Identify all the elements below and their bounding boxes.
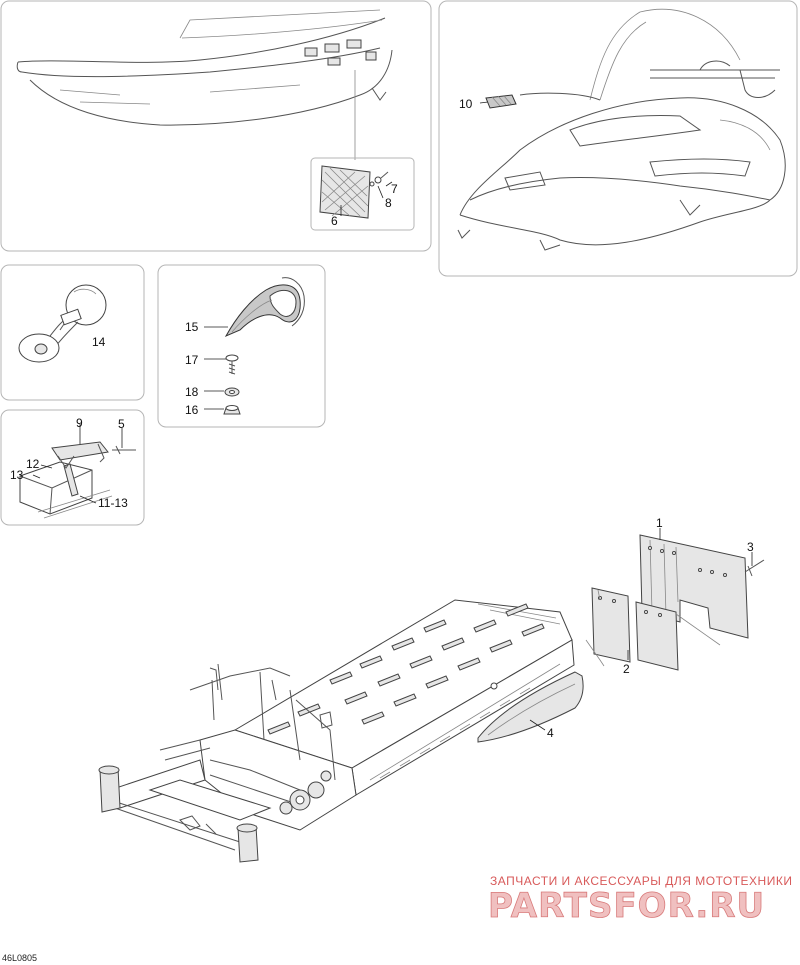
callout-8: 8 <box>385 196 392 210</box>
callout-12: 12 <box>26 457 40 471</box>
watermark-tagline: ЗАПЧАСТИ И АКСЕССУАРЫ ДЛЯ МОТОТЕХНИКИ <box>490 874 792 888</box>
panel-mirror <box>157 264 326 428</box>
callout-labels: 1 2 3 4 5 6 7 8 9 10 11-13 12 13 14 15 1… <box>10 97 754 740</box>
callout-4: 4 <box>547 726 554 740</box>
panel-horn <box>0 264 145 401</box>
panel-rear-reflector <box>0 0 432 252</box>
callout-6: 6 <box>331 214 338 228</box>
callout-13: 13 <box>10 468 24 482</box>
callout-14: 14 <box>92 335 106 349</box>
callout-7: 7 <box>391 182 398 196</box>
callout-11-13: 11-13 <box>98 496 128 510</box>
leader-lines <box>32 101 753 731</box>
skid-plate <box>477 671 584 743</box>
callout-10: 10 <box>459 97 473 111</box>
callout-1: 1 <box>656 516 663 530</box>
callout-9: 9 <box>76 416 83 430</box>
reference-code: 46L0805 <box>2 953 37 963</box>
watermark: ЗАПЧАСТИ И АКСЕССУАРЫ ДЛЯ МОТОТЕХНИКИ PA… <box>488 874 792 926</box>
callout-15: 15 <box>185 320 199 334</box>
callout-3: 3 <box>747 540 754 554</box>
callout-17: 17 <box>185 353 199 367</box>
callout-16: 16 <box>185 403 199 417</box>
callout-5: 5 <box>118 417 125 431</box>
watermark-brand: PARTSFOR.RU <box>488 886 765 926</box>
panel-hood <box>438 0 798 277</box>
mud-flaps <box>585 534 765 671</box>
callout-2: 2 <box>623 662 630 676</box>
callout-18: 18 <box>185 385 199 399</box>
panel-rack-bag <box>0 409 145 526</box>
chassis-frame <box>98 599 575 863</box>
